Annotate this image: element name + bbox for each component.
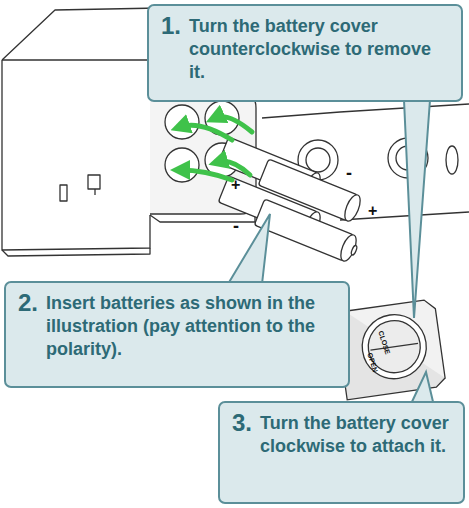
callout-number: 2. (18, 289, 38, 317)
callout-number: 3. (232, 409, 252, 437)
instruction-text: Turn the battery cover clockwise to atta… (260, 409, 451, 458)
polarity-mark: + (231, 176, 240, 194)
cover-marking: OPEN (366, 352, 379, 373)
callout-box: 2. Insert batteries as shown in the illus… (4, 281, 350, 388)
callout-box: 1. Turn the battery cover counterclockwis… (147, 4, 463, 102)
callout-number: 1. (161, 12, 181, 40)
polarity-mark: + (368, 202, 377, 220)
instruction-text: Turn the battery cover counterclockwise … (189, 12, 449, 84)
polarity-mark: - (346, 163, 352, 184)
callout-box: 3. Turn the battery cover clockwise to at… (218, 401, 465, 504)
instruction-text: Insert batteries as shown in the illustr… (46, 289, 336, 361)
cover-marking: CLOSE (377, 330, 391, 355)
polarity-mark: - (233, 216, 239, 237)
